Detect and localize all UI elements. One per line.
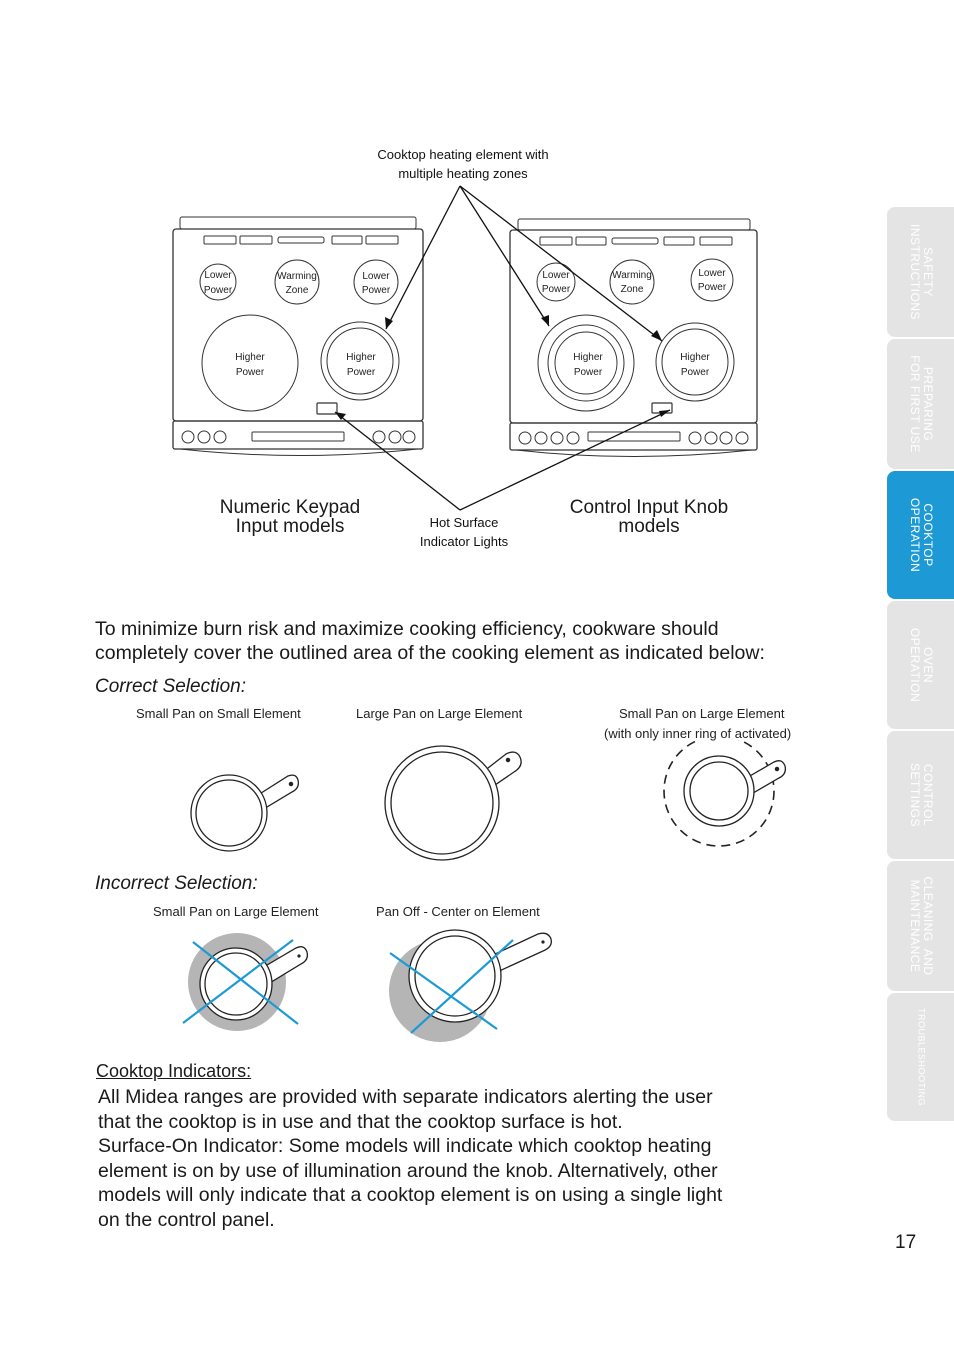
lbl-r-lower1-a: Lower — [542, 270, 570, 281]
model-left-label: Numeric Keypad Input models — [190, 498, 390, 536]
tab-label: SAFETY INSTRUCTIONS — [907, 224, 935, 320]
pan-large-on-large — [384, 745, 522, 861]
callout-top-line1: Cooktop heating element with — [377, 147, 548, 162]
lbl-l-lower1-b: Power — [204, 285, 233, 296]
lbl-l-warm-b: Zone — [286, 285, 309, 296]
lbl-r-high1-b: Power — [574, 367, 603, 378]
tab-label: CONTROL SETTINGS — [907, 762, 935, 828]
lbl-r-high2-a: Higher — [680, 352, 710, 363]
callout-arrowheads — [335, 315, 670, 420]
range-left — [172, 216, 424, 456]
range-right — [509, 218, 758, 457]
indicators-heading: Cooktop Indicators: — [96, 1061, 252, 1081]
lbl-r-lower1-b: Power — [542, 284, 571, 295]
lbl-l-lower1-a: Lower — [204, 270, 232, 281]
incorrect-off-center — [389, 929, 552, 1042]
tab-cooktop-operation[interactable]: COOKTOP OPERATION — [887, 471, 954, 599]
incorrect-heading: Incorrect Selection: — [95, 873, 258, 894]
indicators-line-5: models will only indicate that a cooktop… — [98, 1184, 723, 1207]
lbl-l-high2-b: Power — [347, 367, 376, 378]
tab-label: PREPARING FOR FIRST USE — [907, 355, 935, 453]
tab-control-settings[interactable]: CONTROL SETTINGS — [887, 731, 954, 859]
tab-label: OVEN OPERATION — [907, 627, 935, 703]
model-right-label: Control Input Knob models — [540, 498, 758, 536]
range-diagram: Cooktop heating element with multiple he… — [172, 147, 758, 549]
tab-safety-instructions[interactable]: SAFETY INSTRUCTIONS — [887, 207, 954, 337]
tab-label: CLEANING AND MAINTENANCE — [907, 876, 935, 976]
lbl-r-warm-a: Warming — [612, 270, 652, 281]
correct-pans — [190, 740, 787, 861]
correct-caption-2: Large Pan on Large Element — [356, 706, 523, 721]
tab-cleaning-and-maintenance[interactable]: CLEANING AND MAINTENANCE — [887, 861, 954, 991]
lbl-l-warm-a: Warming — [277, 271, 317, 282]
tab-preparing-for-first-use[interactable]: PREPARING FOR FIRST USE — [887, 339, 954, 469]
incorrect-pans — [182, 929, 552, 1042]
tab-label: COOKTOP OPERATION — [907, 497, 935, 573]
incorrect-small-on-large — [182, 933, 309, 1031]
correct-caption-3: Small Pan on Large Element — [619, 706, 785, 721]
model-right-line1: Control Input Knob — [569, 497, 729, 518]
incorrect-caption-1: Small Pan on Large Element — [153, 904, 319, 919]
callout-lines — [334, 185, 671, 511]
lbl-l-lower2-b: Power — [362, 285, 391, 296]
pan-small-on-small — [190, 774, 300, 852]
indicators-line-2: that the cooktop is in use and that the … — [98, 1110, 623, 1133]
correct-caption-1: Small Pan on Small Element — [136, 706, 301, 721]
pan-small-on-large — [663, 740, 787, 847]
model-left-line2: Input models — [235, 516, 345, 537]
indicators-line-3: Surface-On Indicator: Some models will i… — [98, 1135, 712, 1158]
callout-top-line2: multiple heating zones — [398, 166, 528, 181]
model-left-line1: Numeric Keypad — [219, 497, 361, 518]
indicators-body: All Midea ranges are provided with separ… — [98, 1085, 722, 1233]
model-right-line2: models — [618, 516, 680, 537]
callout-bottom-line2: Indicator Lights — [420, 534, 509, 549]
tab-label: TROUBLESHOOTING — [916, 1007, 926, 1107]
lbl-r-high2-b: Power — [681, 367, 710, 378]
indicators-line-4: element is on by use of illumination aro… — [98, 1159, 718, 1182]
callout-bottom-line1: Hot Surface — [430, 515, 499, 530]
lbl-l-high1-a: Higher — [235, 352, 265, 363]
lbl-l-high2-a: Higher — [346, 352, 376, 363]
lbl-r-lower2-a: Lower — [698, 268, 726, 279]
intro-line2: completely cover the outlined area of th… — [95, 642, 765, 664]
lbl-l-high1-b: Power — [236, 367, 265, 378]
correct-note: (with only inner ring of activated) — [604, 726, 792, 741]
correct-heading: Correct Selection: — [95, 676, 247, 697]
lbl-r-warm-b: Zone — [621, 284, 644, 295]
page-number: 17 — [895, 1232, 917, 1253]
lbl-r-high1-a: Higher — [573, 352, 603, 363]
indicators-line-6: on the control panel. — [98, 1208, 275, 1231]
intro-line1: To minimize burn risk and maximize cooki… — [95, 618, 719, 640]
lbl-r-lower2-b: Power — [698, 282, 727, 293]
incorrect-caption-2: Pan Off - Center on Element — [376, 904, 540, 919]
tab-oven-operation[interactable]: OVEN OPERATION — [887, 601, 954, 729]
lbl-l-lower2-a: Lower — [362, 271, 390, 282]
indicators-line-1: All Midea ranges are provided with separ… — [98, 1086, 713, 1108]
tab-troubleshooting[interactable]: TROUBLESHOOTING — [887, 993, 954, 1121]
